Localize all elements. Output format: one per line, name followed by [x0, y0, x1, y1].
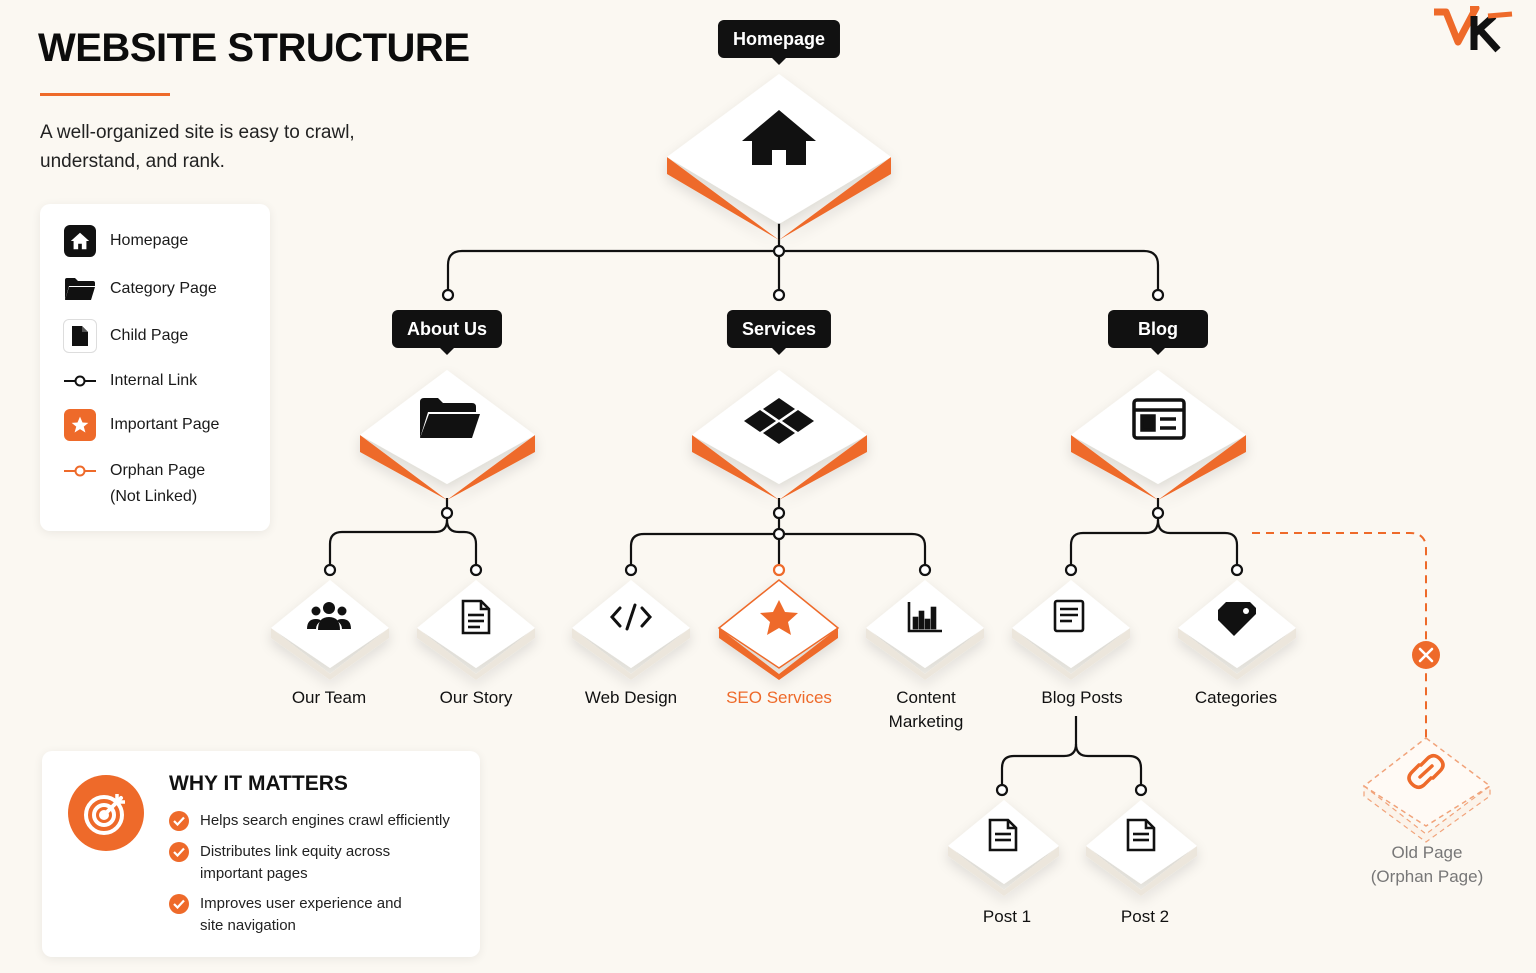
bar-chart-icon: [907, 602, 942, 633]
document-icon: [461, 599, 491, 635]
tree-connectors: [328, 212, 1239, 788]
legend-item-child: Child Page: [62, 319, 188, 353]
users-icon: [307, 602, 351, 630]
check-icon: [169, 811, 189, 831]
why-it-matters-panel: WHY IT MATTERS Helps search engines craw…: [42, 751, 480, 957]
homepage-tile[interactable]: [667, 74, 891, 240]
link-line-icon: [62, 364, 98, 398]
star-icon: [760, 600, 798, 635]
check-icon: [169, 842, 189, 862]
post-2-tile[interactable]: [1086, 800, 1197, 896]
seo-connector-dot: [772, 563, 786, 577]
blog-tag[interactable]: Blog: [1108, 310, 1208, 355]
seo-services-label[interactable]: SEO Services: [726, 688, 832, 707]
seo-services-tile[interactable]: [717, 579, 840, 680]
title-underline: [40, 93, 170, 96]
post-2-label[interactable]: Post 2: [1120, 907, 1170, 926]
page-title: WEBSITE STRUCTURE: [38, 26, 470, 70]
check-icon: [169, 894, 189, 914]
star-icon: [62, 408, 98, 442]
blog-posts-label[interactable]: Blog Posts: [1041, 688, 1123, 707]
orphan-page-label[interactable]: Old Page(Orphan Page): [1370, 843, 1484, 886]
blog-tile[interactable]: [1071, 370, 1246, 500]
services-tag[interactable]: Services: [726, 310, 832, 355]
our-team-label[interactable]: Our Team: [291, 688, 367, 707]
home-icon: [62, 224, 98, 258]
brand-logo: [1434, 6, 1513, 53]
why-item: Helps search engines crawl efficiently: [169, 810, 450, 832]
web-design-label[interactable]: Web Design: [584, 688, 678, 707]
legend-panel: Homepage Category Page Child Page Intern…: [40, 204, 270, 531]
document-icon: [62, 319, 98, 353]
legend-item-orphan: Orphan Page(Not Linked): [62, 454, 205, 510]
chain-link-icon: [1407, 754, 1445, 789]
orphan-dashed-link: [1252, 532, 1427, 740]
our-story-tile[interactable]: [417, 580, 535, 680]
post-1-tile[interactable]: [948, 800, 1059, 896]
home-icon: [742, 110, 816, 165]
legend-item-homepage: Homepage: [62, 224, 188, 258]
legend-label: Homepage: [110, 232, 189, 249]
categories-label[interactable]: Categories: [1194, 688, 1278, 707]
target-icon: [68, 775, 144, 851]
legend-item-category: Category Page: [62, 272, 217, 306]
legend-item-internal-link: Internal Link: [62, 364, 197, 398]
blog-posts-tile[interactable]: [1012, 580, 1130, 680]
newspaper-icon: [1132, 398, 1186, 440]
broken-link-marker: [1412, 641, 1440, 669]
folder-icon: [62, 272, 98, 306]
grid-icon: [744, 398, 814, 444]
folder-icon: [420, 398, 480, 438]
legend-label: Orphan Page(Not Linked): [110, 462, 206, 505]
legend-label: Category Page: [110, 280, 217, 297]
legend-item-important: Important Page: [62, 408, 219, 442]
homepage-tag[interactable]: Homepage: [717, 20, 841, 65]
about-us-tag[interactable]: About Us: [392, 310, 502, 355]
legend-label: Important Page: [110, 416, 220, 433]
document-icon: [1126, 818, 1156, 852]
legend-label: Child Page: [110, 327, 189, 344]
document-icon: [988, 818, 1018, 852]
post-1-label[interactable]: Post 1: [982, 907, 1032, 926]
connector-dots: [323, 244, 1244, 797]
our-story-label[interactable]: Our Story: [439, 688, 513, 707]
why-title: WHY IT MATTERS: [169, 772, 348, 795]
web-design-tile[interactable]: [572, 580, 690, 680]
article-icon: [1053, 599, 1085, 633]
legend-label: Internal Link: [110, 372, 198, 389]
orphan-line-icon: [62, 454, 98, 488]
orphan-page-tile[interactable]: [1362, 737, 1492, 843]
page-subtitle: A well-organized site is easy to crawl, …: [40, 122, 355, 172]
tag-icon: [1218, 602, 1256, 636]
code-icon: [609, 603, 653, 631]
